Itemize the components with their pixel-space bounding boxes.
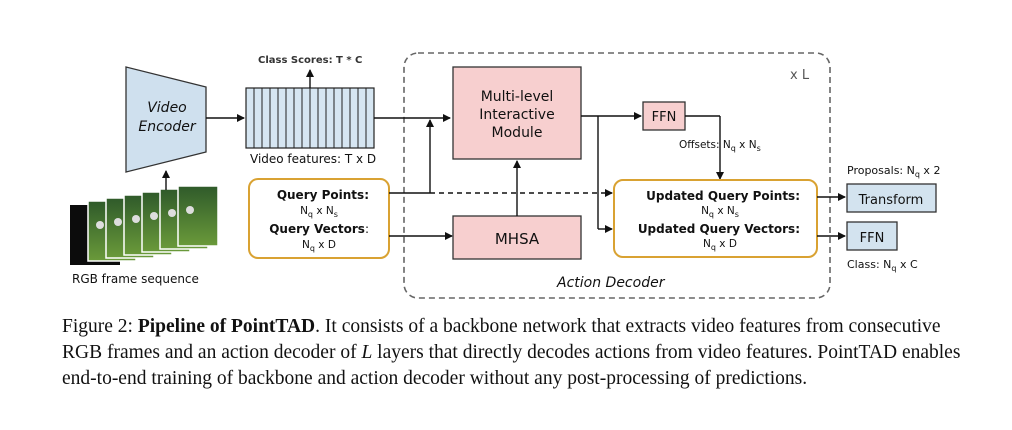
updated-query-box <box>613 179 818 258</box>
ffn-right-label: FFN <box>860 231 885 246</box>
ffn-right-block <box>846 221 898 251</box>
rgb-frame-stack <box>70 185 219 265</box>
class-scores-label: Class Scores: T * C <box>258 55 362 66</box>
ffn-top-block <box>642 101 686 131</box>
caption-prefix: Figure 2: <box>62 316 138 337</box>
video-encoder-line1: Video <box>147 100 187 116</box>
video-encoder-line2: Encoder <box>138 119 196 135</box>
updated-points-label: Updated Query Points: <box>646 189 800 203</box>
video-features-label: Video features: T x D <box>250 152 376 166</box>
caption-text-1: . It consists of a backbone network that… <box>62 316 941 363</box>
ffn-top-label: FFN <box>652 110 677 125</box>
xl-label: x L <box>790 68 810 83</box>
mim-line3: Module <box>492 125 543 141</box>
caption-title: Pipeline of PointTAD <box>137 316 316 337</box>
mim-line1: Multi-level <box>481 89 554 105</box>
action-decoder-label: Action Decoder <box>556 275 666 291</box>
caption-L: L <box>361 342 373 363</box>
query-vectors-label: Query Vectors: <box>269 222 369 236</box>
updated-vectors-dim: Nq x D <box>703 238 737 252</box>
transform-label: Transform <box>858 193 924 208</box>
updated-vectors-label: Updated Query Vectors: <box>638 222 800 236</box>
rgb-frame-label: RGB frame sequence <box>72 272 199 286</box>
mim-line2: Interactive <box>479 107 554 123</box>
query-box <box>248 178 390 259</box>
query-vectors-dim: Nq x D <box>302 239 336 253</box>
proposals-label: Proposals: Nq x 2 <box>847 164 940 179</box>
figure-caption: Figure 2: Pipeline of PointTAD. It consi… <box>62 314 982 392</box>
updated-points-dim: Nq x Ns <box>701 205 739 219</box>
video-encoder-block <box>125 66 207 173</box>
offsets-label: Offsets: Nq x Ns <box>679 139 761 153</box>
video-features-block <box>245 87 375 149</box>
class-label: Class: Nq x C <box>847 258 918 273</box>
transform-block <box>846 183 937 213</box>
mhsa-block <box>452 215 582 260</box>
multi-level-interactive-module <box>452 66 582 160</box>
caption-text-2: layers that directly decodes actions fro… <box>62 342 961 389</box>
pipeline-diagram: x L Action Decoder Video Encoder RGB fra… <box>70 52 940 299</box>
query-points-dim: Nq x Ns <box>300 205 338 219</box>
mhsa-label: MHSA <box>495 230 540 248</box>
query-points-label: Query Points: <box>277 188 369 202</box>
